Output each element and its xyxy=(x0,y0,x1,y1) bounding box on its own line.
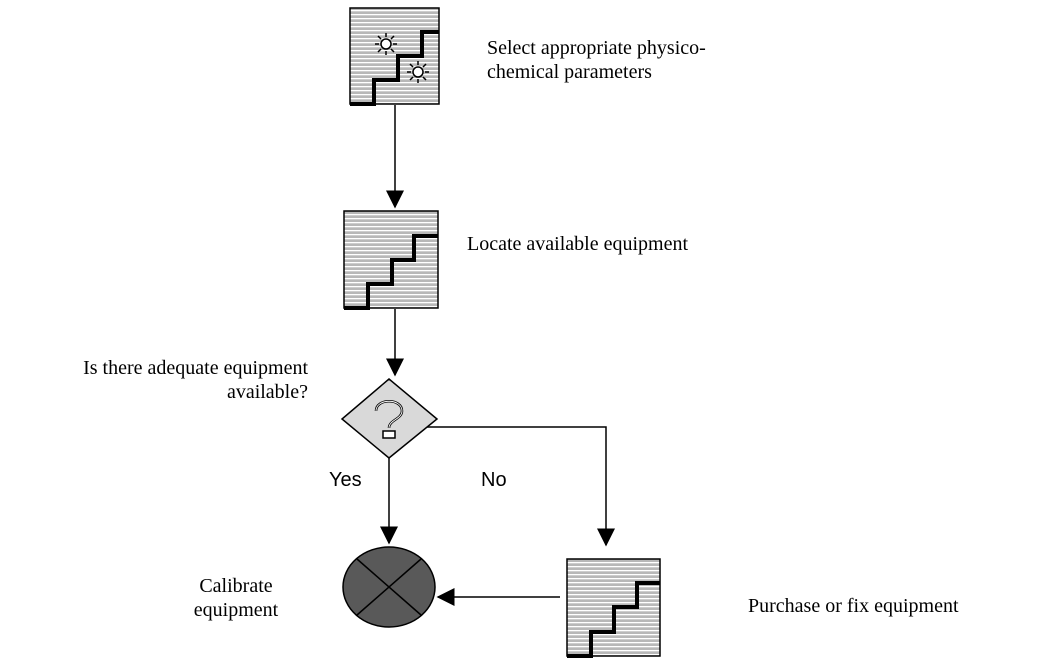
select-params-label: Select appropriate physico- chemical par… xyxy=(487,36,706,84)
sun-icon xyxy=(407,61,429,83)
calibrate-line1: Calibrate xyxy=(199,575,273,597)
purchase-label: Purchase or fix equipment xyxy=(748,595,959,617)
yes-label: Yes xyxy=(329,469,362,491)
step-select-parameters-icon xyxy=(349,7,440,106)
decision-diamond xyxy=(340,378,439,459)
arrow-no xyxy=(427,426,615,547)
sun-icon xyxy=(375,33,397,55)
select-params-line1: Select appropriate physico- xyxy=(487,37,706,59)
calibrate-line2: equipment xyxy=(193,599,279,621)
locate-equipment-label: Locate available equipment xyxy=(467,233,689,255)
question-mark-icon xyxy=(374,400,404,439)
calibrate-label: Calibrate equipment xyxy=(180,574,292,622)
no-label: No xyxy=(481,469,507,491)
terminal-calibrate-icon xyxy=(342,546,436,628)
decision-line2: available? xyxy=(226,381,308,403)
decision-label: Is there adequate equipment available? xyxy=(0,356,308,404)
select-params-line2: chemical parameters xyxy=(487,61,652,83)
step-locate-equipment-icon xyxy=(343,210,439,310)
decision-line1: Is there adequate equipment xyxy=(83,357,308,379)
step-purchase-icon xyxy=(566,558,661,658)
